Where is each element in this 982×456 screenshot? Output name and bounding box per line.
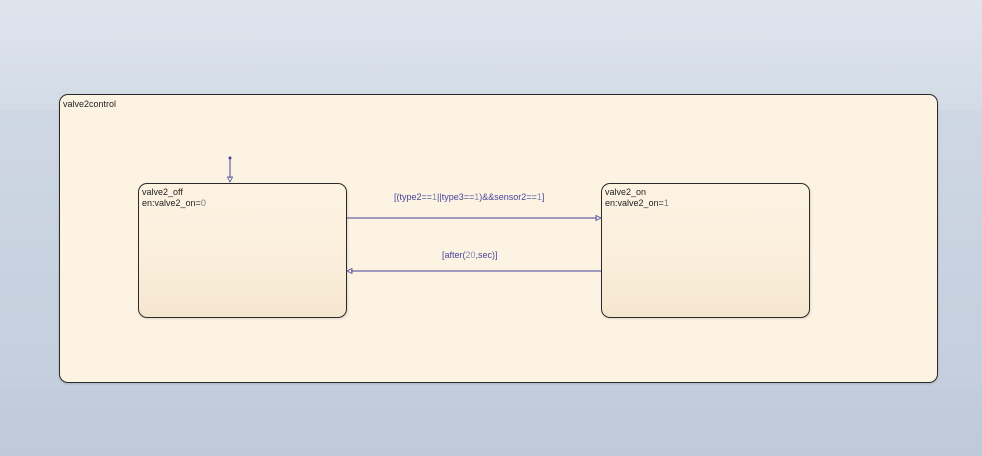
chart-title: valve2control: [63, 99, 117, 109]
state-valve2-off-action-prefix: en:valve2_on=: [142, 198, 201, 208]
state-valve2-off-action-value: 0: [200, 198, 206, 208]
state-valve2-on-text: valve2_on en:valve2_on=1: [605, 187, 669, 209]
state-valve2-off-name: valve2_off: [142, 187, 183, 197]
guard-num-2: 1: [474, 192, 480, 202]
state-valve2-on-action-prefix: en:valve2_on=: [605, 198, 664, 208]
state-valve2-on[interactable]: valve2_on en:valve2_on=1: [601, 183, 810, 318]
guard-num-1: 1: [432, 192, 438, 202]
state-valve2-on-name: valve2_on: [605, 187, 647, 197]
state-valve2-on-entry-action: en:valve2_on=1: [605, 198, 669, 209]
state-valve2-off-text: valve2_off en:valve2_on=0: [142, 187, 206, 209]
temporal-part-1: [after(: [442, 250, 466, 260]
temporal-num-1: 20: [465, 250, 476, 260]
guard-part-2: ||type3==: [437, 192, 475, 202]
guard-part-4: ]: [541, 192, 545, 202]
temporal-part-2: ,sec)]: [475, 250, 498, 260]
guard-part-3: )&&sensor2==: [479, 192, 537, 202]
guard-part-1: [(type2==: [394, 192, 433, 202]
transition-on-to-off-label[interactable]: [after(20,sec)]: [442, 250, 498, 260]
state-valve2-on-action-value: 1: [663, 198, 669, 208]
guard-num-3: 1: [536, 192, 542, 202]
state-valve2-off-entry-action: en:valve2_on=0: [142, 198, 206, 209]
state-valve2-off[interactable]: valve2_off en:valve2_on=0: [138, 183, 347, 318]
transition-off-to-on-label[interactable]: [(type2==1||type3==1)&&sensor2==1]: [394, 192, 544, 202]
